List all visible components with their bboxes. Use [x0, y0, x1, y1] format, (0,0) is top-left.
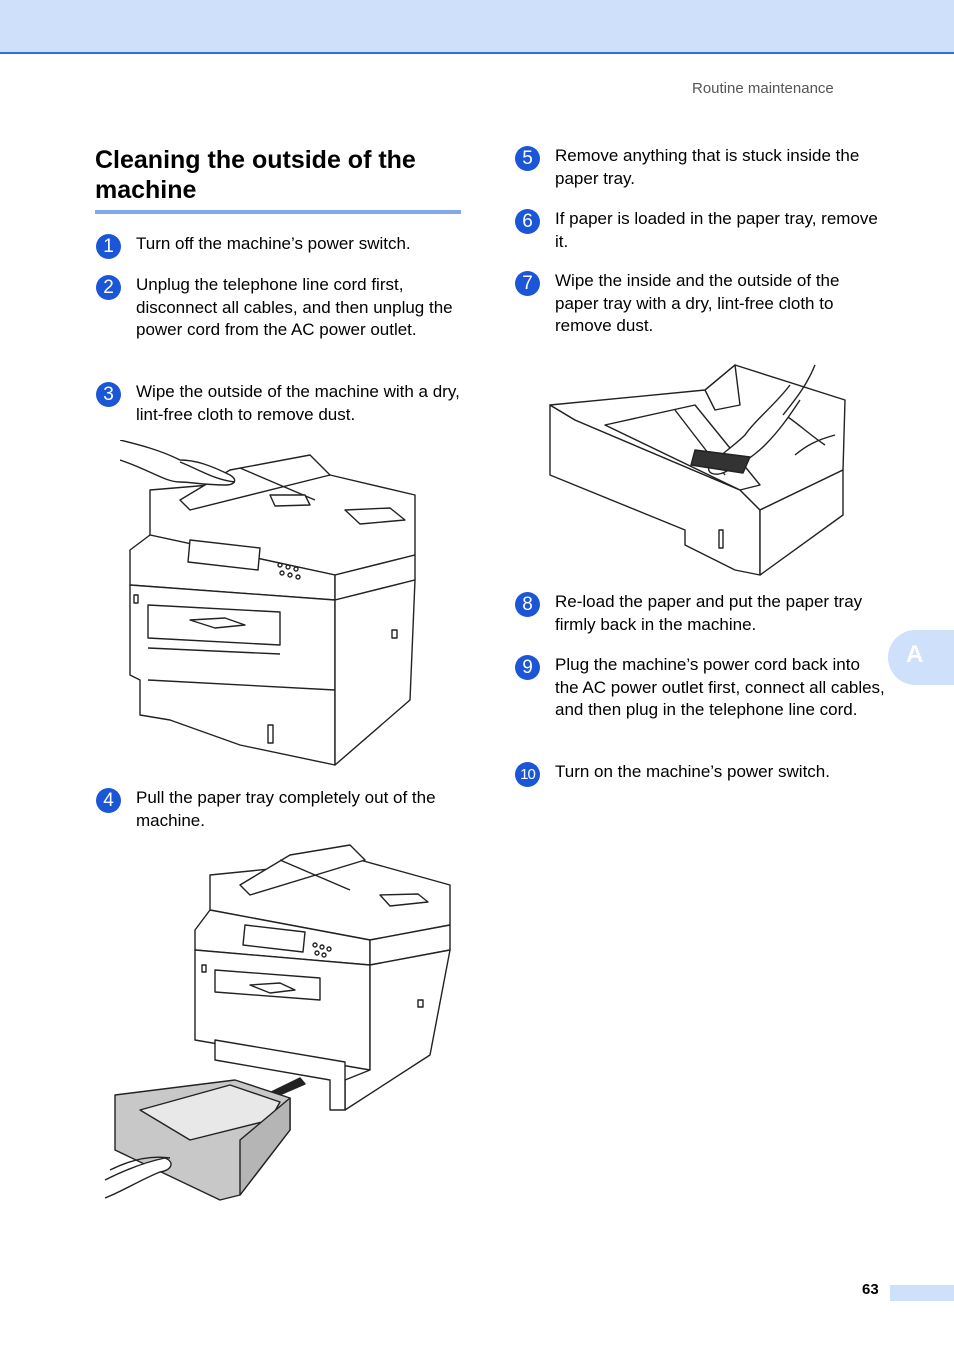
step-text: Pull the paper tray completely out of th… — [136, 788, 436, 830]
step-number-badge: 7 — [515, 271, 540, 296]
step-number-badge: 6 — [515, 209, 540, 234]
tray-removal-illustration — [104, 844, 451, 1201]
appendix-tab-letter: A — [906, 641, 924, 668]
step-text: Turn off the machine’s power switch. — [136, 234, 411, 253]
machine-wiping-illustration — [120, 440, 416, 766]
step-7: 7 Wipe the inside and the outside of the… — [515, 270, 885, 338]
page-number: 63 — [862, 1281, 879, 1298]
step-text: Plug the machine’s power cord back into … — [555, 655, 885, 719]
step-number-badge: 5 — [515, 146, 540, 171]
step-3: 3 Wipe the outside of the machine with a… — [96, 381, 466, 426]
step-text: Wipe the outside of the machine with a d… — [136, 382, 460, 424]
step-number-badge: 10 — [515, 762, 540, 787]
step-text: Re-load the paper and put the paper tray… — [555, 592, 863, 634]
step-number-badge: 9 — [515, 655, 540, 680]
step-6: 6 If paper is loaded in the paper tray, … — [515, 208, 885, 253]
running-head: Routine maintenance — [692, 80, 834, 97]
step-number-badge: 4 — [96, 788, 121, 813]
step-4: 4 Pull the paper tray completely out of … — [96, 787, 466, 832]
title-rule — [95, 210, 461, 214]
step-8: 8 Re-load the paper and put the paper tr… — [515, 591, 885, 636]
step-text: Wipe the inside and the outside of the p… — [555, 271, 840, 335]
step-number-badge: 3 — [96, 382, 121, 407]
footer-bar — [890, 1285, 954, 1301]
step-1: 1 Turn off the machine’s power switch. — [96, 233, 466, 259]
step-number-badge: 2 — [96, 275, 121, 300]
step-9: 9 Plug the machine’s power cord back int… — [515, 654, 885, 722]
appendix-tab: A — [888, 630, 954, 685]
step-number-badge: 8 — [515, 592, 540, 617]
step-text: Remove anything that is stuck inside the… — [555, 146, 860, 188]
section-title: Cleaning the outside of the machine — [95, 146, 416, 204]
step-number-badge: 1 — [96, 234, 121, 259]
top-header-band — [0, 0, 954, 54]
step-text: If paper is loaded in the paper tray, re… — [555, 209, 878, 251]
step-text: Turn on the machine’s power switch. — [555, 762, 830, 781]
tray-wiping-illustration — [549, 364, 846, 576]
step-2: 2 Unplug the telephone line cord first, … — [96, 274, 466, 342]
step-text: Unplug the telephone line cord first, di… — [136, 275, 453, 339]
step-5: 5 Remove anything that is stuck inside t… — [515, 145, 885, 190]
step-10: 10 Turn on the machine’s power switch. — [515, 761, 885, 787]
